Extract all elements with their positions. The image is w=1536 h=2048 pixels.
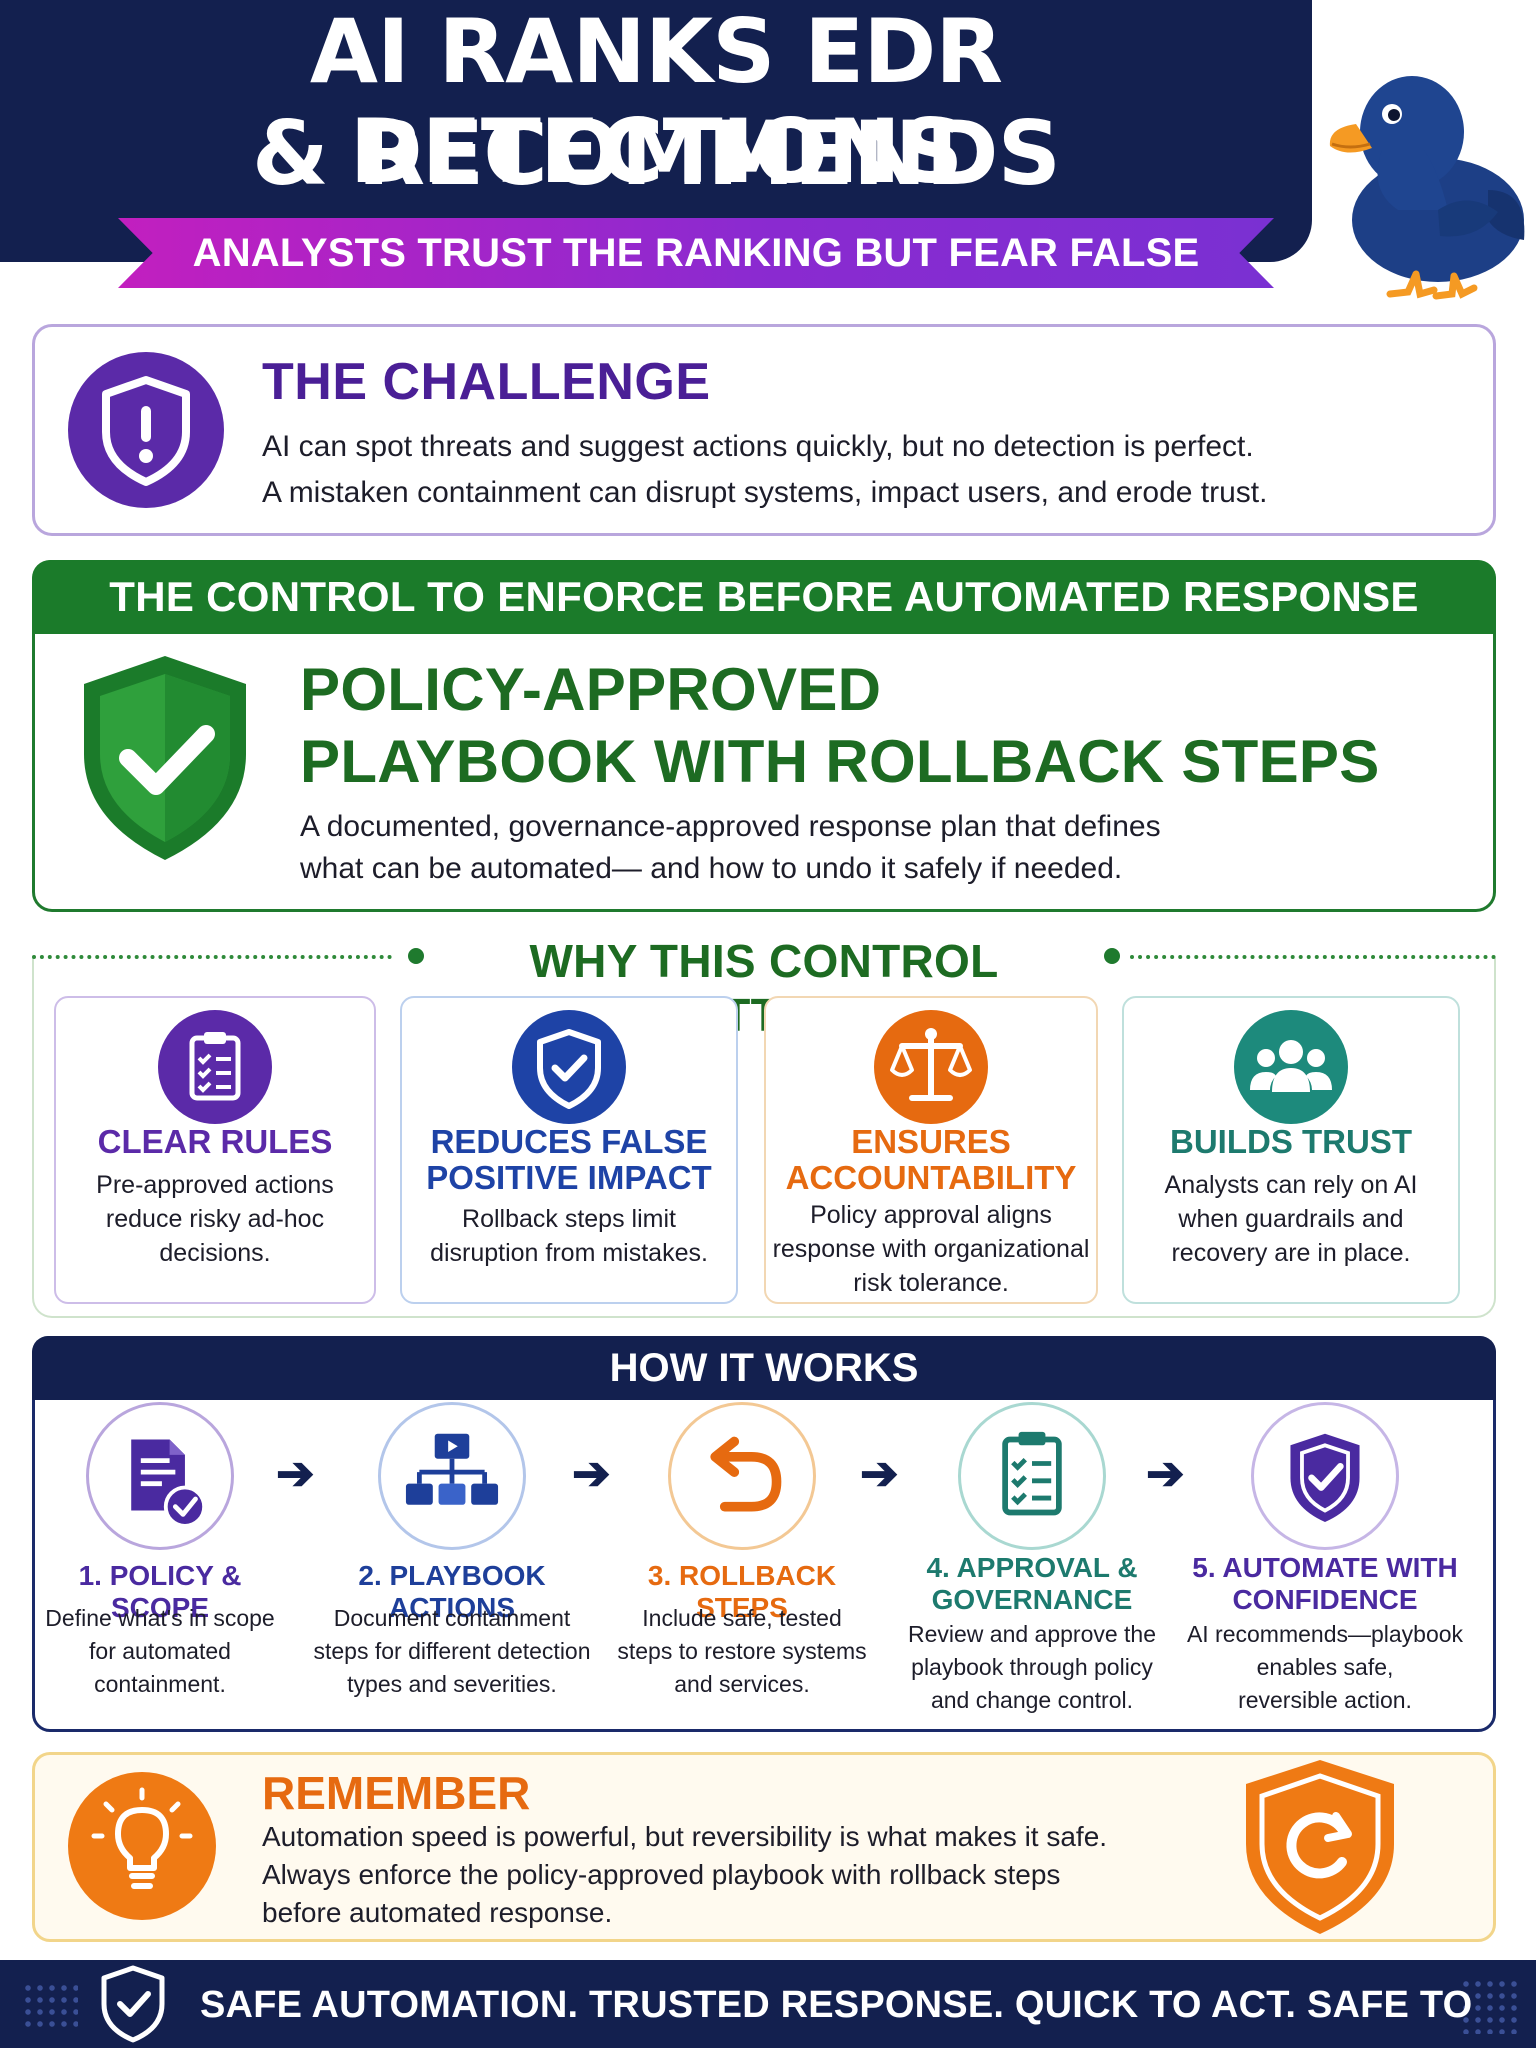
playbook-flow-icon xyxy=(378,1402,526,1550)
challenge-description: AI can spot threats and suggest actions … xyxy=(262,424,1267,516)
arrow-right-icon: ➔ xyxy=(276,1447,315,1499)
step-text-line-1: Include safe, tested xyxy=(642,1605,842,1631)
shield-check-icon xyxy=(1251,1402,1399,1550)
step-text-line-3: reversible action. xyxy=(1238,1687,1412,1713)
step-text-line-3: and services. xyxy=(674,1671,810,1697)
footer-tagline: SAFE AUTOMATION. TRUSTED RESPONSE. QUICK… xyxy=(200,1984,1473,2026)
why-section-frame xyxy=(32,958,1496,1318)
step-title-line-1: 2. PLAYBOOK ACTIONS xyxy=(358,1560,546,1623)
why-card-reduces-false-positive: REDUCES FALSE POSITIVE IMPACT Rollback s… xyxy=(400,996,738,1304)
step-text-line-2: for automated xyxy=(89,1638,231,1664)
step-title-line-1: 3. ROLLBACK STEPS xyxy=(647,1560,837,1623)
why-card-text-line-2: disruption from mistakes. xyxy=(430,1239,708,1267)
shield-check-icon xyxy=(84,656,246,860)
step-text-line-3: containment. xyxy=(94,1671,226,1697)
shield-check-icon xyxy=(101,1965,165,2043)
why-card-text-line-2: when guardrails and xyxy=(1178,1205,1404,1233)
why-card-text-line-3: recovery are in place. xyxy=(1171,1239,1411,1267)
why-card-title-line-2: POSITIVE IMPACT xyxy=(426,1159,712,1196)
why-card-text-line-1: Rollback steps limit xyxy=(462,1205,676,1233)
challenge-line-2: A mistaken containment can disrupt syste… xyxy=(262,476,1268,509)
step-text-line-1: Review and approve the xyxy=(907,1621,1157,1647)
challenge-line-1: AI can spot threats and suggest actions … xyxy=(262,430,1254,463)
control-desc-line-2: what can be automated— and how to undo i… xyxy=(300,852,1123,885)
why-card-builds-trust: BUILDS TRUST Analysts can rely on AI whe… xyxy=(1122,996,1460,1304)
why-bullet-right xyxy=(1104,948,1120,964)
footer-bar xyxy=(0,1960,1536,2048)
why-card-title-line-1: BUILDS TRUST xyxy=(1170,1123,1412,1160)
remember-text: Automation speed is powerful, but revers… xyxy=(262,1818,1107,1932)
footer-dots-decoration xyxy=(1460,1978,1520,2034)
step-text-line-1: AI recommends—playbook xyxy=(1186,1621,1464,1647)
why-divider-left xyxy=(32,955,392,959)
why-divider-right xyxy=(1130,955,1496,959)
step-text-line-2: playbook through policy xyxy=(911,1654,1153,1680)
step-title-line-2: GOVERNANCE xyxy=(931,1584,1133,1615)
document-check-icon xyxy=(86,1402,234,1550)
remember-title: REMEMBER xyxy=(262,1767,531,1819)
step-text-line-2: steps to restore systems xyxy=(617,1638,867,1664)
why-card-text-line-2: reduce risky ad-hoc xyxy=(105,1205,325,1233)
why-card-text-line-1: Policy approval aligns xyxy=(810,1201,1052,1229)
how-it-works-banner xyxy=(32,1336,1496,1400)
step-text-line-1: Define what's in scope xyxy=(45,1605,275,1631)
control-title-line-1: POLICY-APPROVED xyxy=(300,656,882,723)
step-rollback-steps: 3. ROLLBACK STEPS Include safe, tested s… xyxy=(614,1402,870,1722)
step-automate-confidence: 5. AUTOMATE WITH CONFIDENCE AI recommend… xyxy=(1186,1402,1464,1722)
arrow-right-icon: ➔ xyxy=(572,1447,611,1499)
arrow-right-icon: ➔ xyxy=(1146,1447,1185,1499)
challenge-title: THE CHALLENGE xyxy=(262,353,711,411)
why-bullet-left xyxy=(408,948,424,964)
page-subtitle: ANALYSTS TRUST THE RANKING BUT FEAR FALS… xyxy=(192,231,1200,345)
why-card-text-line-2: response with organizational xyxy=(772,1235,1090,1263)
step-approval-governance: 4. APPROVAL & GOVERNANCE Review and appr… xyxy=(900,1402,1164,1722)
step-playbook-actions: 2. PLAYBOOK ACTIONS Document containment… xyxy=(302,1402,602,1722)
step-text-line-1: Document containment xyxy=(333,1605,571,1631)
arrow-right-icon: ➔ xyxy=(860,1447,899,1499)
clipboard-checklist-icon xyxy=(958,1402,1106,1550)
shield-check-icon xyxy=(512,1010,626,1124)
shield-exclamation-icon xyxy=(68,352,224,508)
scales-icon xyxy=(874,1010,988,1124)
page-title-line-1: AI RANKS EDR DETECTIONS xyxy=(309,0,1003,203)
duck-mascot-icon xyxy=(1329,76,1525,300)
people-group-icon xyxy=(1234,1010,1348,1124)
step-policy-scope: 1. POLICY & SCOPE Define what's in scope… xyxy=(40,1402,280,1722)
why-card-text-line-3: risk tolerance. xyxy=(853,1269,1009,1297)
why-card-title-line-1: REDUCES FALSE xyxy=(430,1123,708,1160)
why-card-title-line-1: ENSURES xyxy=(851,1123,1011,1160)
shield-refresh-icon xyxy=(1246,1760,1394,1934)
step-text-line-3: types and severities. xyxy=(347,1671,557,1697)
step-title-line-2: CONFIDENCE xyxy=(1232,1584,1418,1615)
why-card-clear-rules: CLEAR RULES Pre-approved actions reduce … xyxy=(54,996,376,1304)
step-text-line-2: enables safe, xyxy=(1256,1654,1394,1680)
why-card-text-line-1: Analysts can rely on AI xyxy=(1164,1171,1418,1199)
how-it-works-title: HOW IT WORKS xyxy=(609,1346,919,1390)
footer-dots-decoration xyxy=(22,1982,78,2030)
why-card-title-line-1: CLEAR RULES xyxy=(97,1123,333,1160)
lightbulb-icon xyxy=(68,1772,216,1920)
step-title-line-1: 1. POLICY & SCOPE xyxy=(78,1560,242,1623)
clipboard-checklist-icon xyxy=(158,1010,272,1124)
remember-line-1: Automation speed is powerful, but revers… xyxy=(262,1821,1108,1852)
why-card-text-line-3: decisions. xyxy=(159,1239,271,1267)
why-card-text-line-1: Pre-approved actions xyxy=(96,1171,334,1199)
why-card-ensures-accountability: ENSURES ACCOUNTABILITY Policy approval a… xyxy=(764,996,1098,1304)
step-text-line-3: and change control. xyxy=(930,1687,1134,1713)
remember-line-2: Always enforce the policy-approved playb… xyxy=(262,1859,1061,1890)
control-title-line-2: PLAYBOOK WITH ROLLBACK STEPS xyxy=(300,728,1380,795)
step-title-line-1: 4. APPROVAL & xyxy=(926,1552,1138,1583)
control-description: A documented, governance-approved respon… xyxy=(300,806,1161,890)
subtitle-ribbon xyxy=(118,218,1274,288)
why-card-title-line-2: ACCOUNTABILITY xyxy=(785,1159,1077,1196)
control-banner xyxy=(32,560,1496,634)
control-banner-text: THE CONTROL TO ENFORCE BEFORE AUTOMATED … xyxy=(109,573,1419,620)
step-text-line-2: steps for different detection xyxy=(313,1638,591,1664)
undo-arrow-icon xyxy=(668,1402,816,1550)
control-desc-line-1: A documented, governance-approved respon… xyxy=(300,810,1161,843)
step-title-line-1: 5. AUTOMATE WITH xyxy=(1192,1552,1458,1583)
control-title: POLICY-APPROVED PLAYBOOK WITH ROLLBACK S… xyxy=(300,654,1380,798)
remember-line-3: before automated response. xyxy=(262,1897,613,1928)
challenge-card xyxy=(32,324,1496,536)
